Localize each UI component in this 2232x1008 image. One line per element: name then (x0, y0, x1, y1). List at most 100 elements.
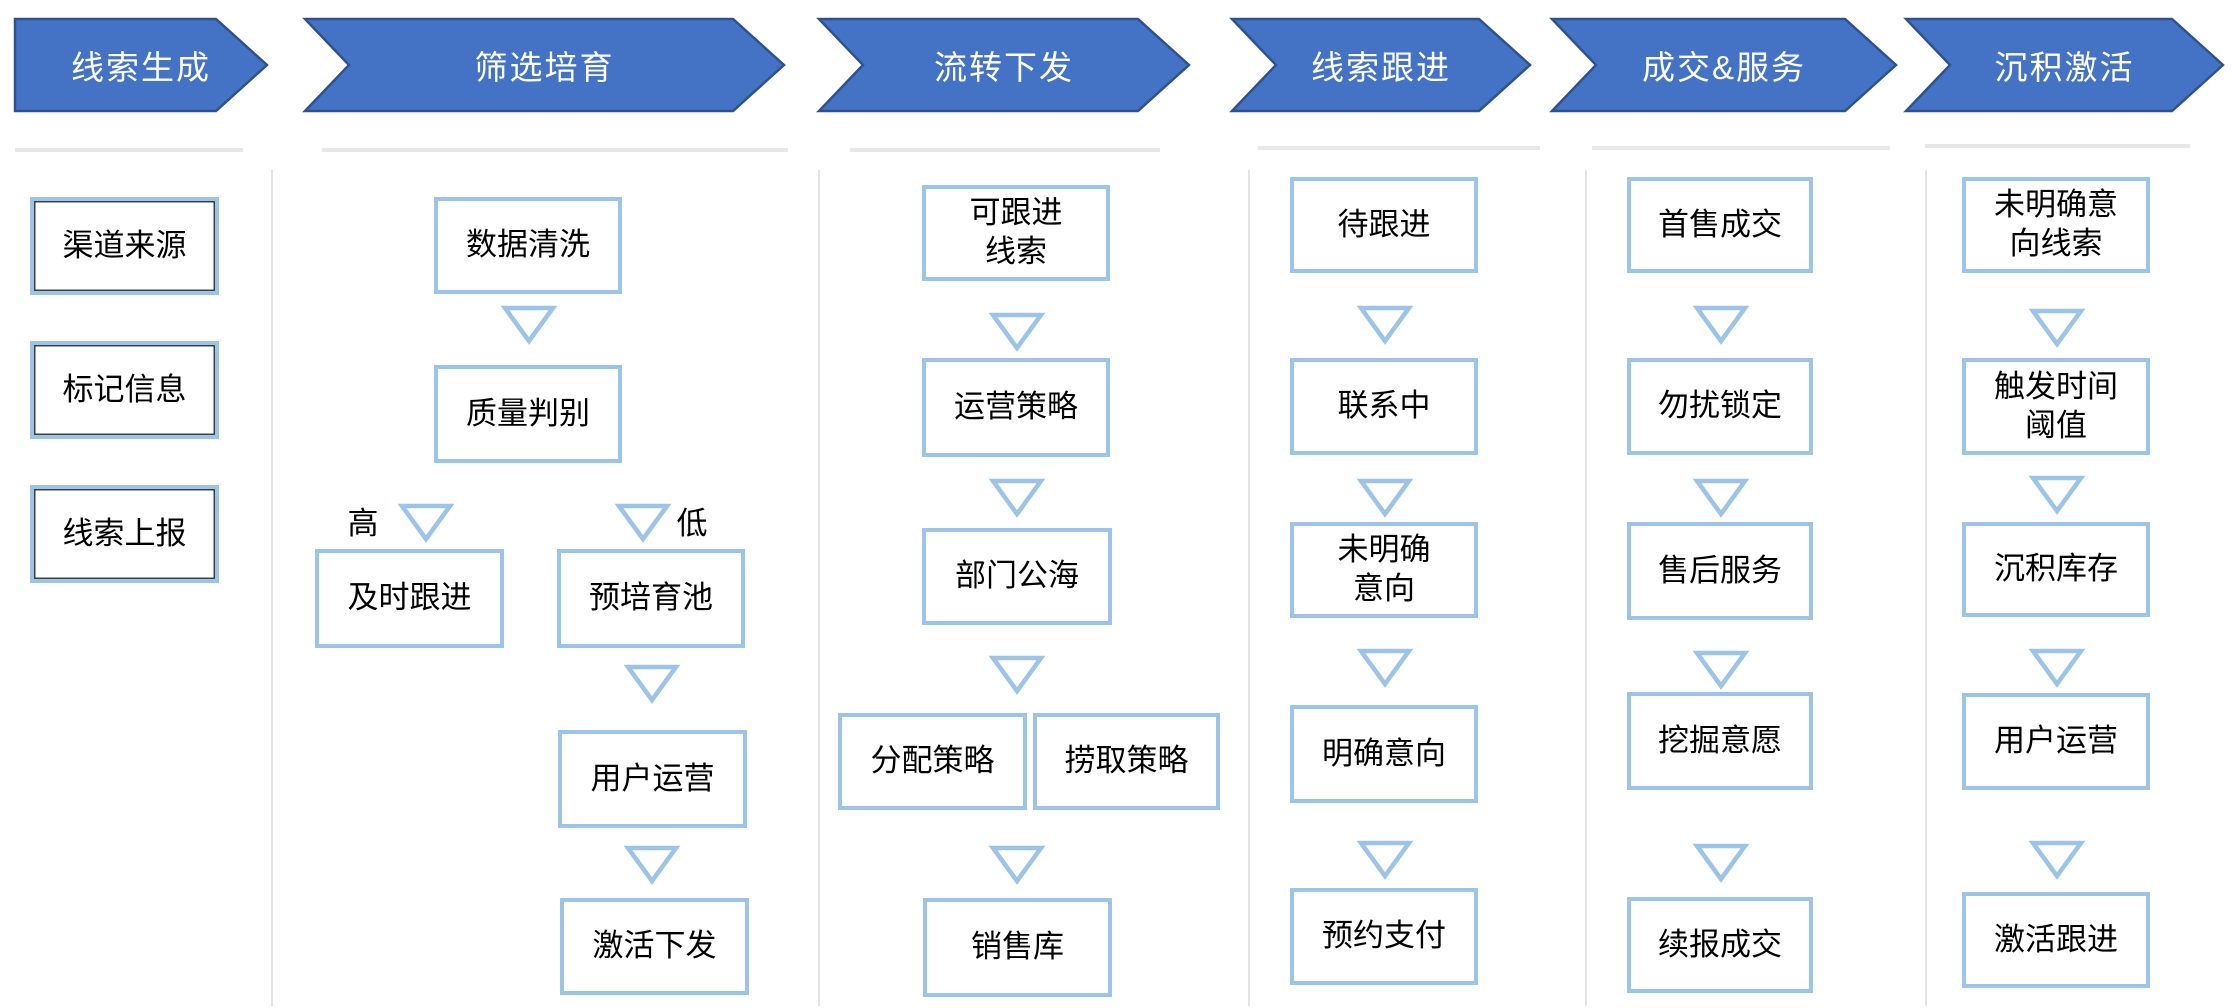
down-arrow-shape (1356, 648, 1414, 688)
down-arrow-icon (1692, 843, 1750, 883)
down-arrow-icon (988, 655, 1046, 695)
stage-arrow-deal-service (1549, 17, 1898, 113)
stage-arrow-sediment-activation (1903, 17, 2225, 113)
down-arrow-icon (1692, 650, 1750, 690)
down-arrow-icon (614, 503, 672, 543)
down-arrow-icon (1692, 478, 1750, 518)
stage-arrow-flow-distribution (816, 17, 1191, 113)
down-arrow-icon (623, 845, 681, 885)
flow-box-after-sales-service: 售后服务 (1627, 522, 1813, 620)
down-arrow-icon (2028, 475, 2086, 515)
header-underline-sediment-activation (1925, 144, 2190, 148)
flow-box-label-allocation-strategy: 分配策略 (870, 743, 995, 779)
flow-box-first-sale-deal: 首售成交 (1627, 177, 1813, 273)
column-divider (1585, 170, 1587, 1006)
down-arrow-shape (614, 503, 672, 543)
down-arrow-icon (500, 305, 558, 345)
flow-box-label-unclear-intention: 未明确 意向 (1337, 532, 1431, 606)
down-arrow-icon (1692, 305, 1750, 345)
branch-label-high: 高 (347, 505, 379, 541)
down-arrow-shape (2028, 840, 2086, 880)
flow-box-dnd-lock: 勿扰锁定 (1627, 358, 1813, 455)
header-underline-flow-distribution (850, 148, 1160, 152)
flow-box-label-data-cleaning: 数据清洗 (466, 227, 590, 263)
down-arrow-icon (2028, 648, 2086, 688)
down-arrow-icon (2028, 840, 2086, 880)
down-arrow-icon (623, 664, 681, 704)
flow-box-contacting: 联系中 (1290, 358, 1478, 455)
flow-box-label-first-sale-deal: 首售成交 (1658, 206, 1782, 242)
down-arrow-icon (988, 312, 1046, 352)
down-arrow-icon (1356, 840, 1414, 880)
flow-box-label-fetch-strategy: 捞取策略 (1064, 743, 1189, 779)
flow-box-tag-info: 标记信息 (30, 341, 219, 439)
down-arrow-shape (397, 503, 455, 543)
down-arrow-shape (1356, 305, 1414, 345)
down-arrow-shape (623, 845, 681, 885)
down-arrow-icon (1356, 648, 1414, 688)
header-underline-screening-nurturing (322, 148, 788, 152)
down-arrow-shape (1692, 305, 1750, 345)
stage-arrow-shape (816, 17, 1191, 113)
flow-box-pending-follow-up: 待跟进 (1290, 177, 1478, 273)
flow-box-label-renewal-deal: 续报成交 (1658, 926, 1782, 962)
flow-box-label-mine-willingness: 挖掘意愿 (1658, 722, 1782, 758)
flow-box-label-activation-follow-up: 激活跟进 (1994, 921, 2118, 957)
header-underline-lead-follow-up (1258, 146, 1540, 150)
down-arrow-shape (988, 845, 1046, 885)
flow-box-trigger-time-threshold: 触发时间 阈值 (1962, 358, 2150, 455)
flow-box-clear-intention: 明确意向 (1290, 705, 1478, 803)
flow-box-label-sediment-inventory: 沉积库存 (1994, 551, 2118, 587)
flow-box-department-public-pool: 部门公海 (922, 528, 1112, 625)
stage-arrow-shape (13, 17, 269, 113)
header-underline-lead-generation (15, 148, 243, 152)
flow-box-label-timely-follow-up: 及时跟进 (347, 580, 472, 616)
stage-arrow-shape (1903, 17, 2225, 113)
down-arrow-shape (2028, 475, 2086, 515)
flow-box-label-trigger-time-threshold: 触发时间 阈值 (1994, 368, 2118, 443)
flow-box-data-cleaning: 数据清洗 (434, 197, 622, 294)
flow-box-activation-follow-up: 激活跟进 (1962, 892, 2150, 988)
column-divider (1925, 170, 1927, 1006)
flow-box-label-sales-pool: 销售库 (971, 929, 1064, 965)
flow-box-label-user-operation: 用户运营 (590, 760, 715, 796)
stage-arrow-lead-generation (13, 17, 269, 113)
down-arrow-icon (988, 845, 1046, 885)
down-arrow-shape (1356, 840, 1414, 880)
down-arrow-shape (2028, 648, 2086, 688)
down-arrow-shape (1692, 650, 1750, 690)
flow-box-label-unclear-intention-leads: 未明确意 向线索 (1994, 187, 2118, 261)
flow-box-mine-willingness: 挖掘意愿 (1627, 692, 1813, 790)
flow-box-followable-leads: 可跟进 线索 (922, 185, 1110, 281)
down-arrow-shape (1692, 478, 1750, 518)
flow-box-label-followable-leads: 可跟进 线索 (969, 195, 1063, 269)
flow-box-sales-pool: 销售库 (923, 898, 1112, 997)
column-divider (1248, 170, 1250, 1006)
header-underline-deal-service (1592, 146, 1890, 150)
flow-box-timely-follow-up: 及时跟进 (315, 549, 504, 648)
down-arrow-shape (2028, 308, 2086, 348)
flow-box-label-contacting: 联系中 (1337, 388, 1431, 424)
flow-box-label-after-sales-service: 售后服务 (1658, 552, 1782, 588)
flow-box-label-tag-info: 标记信息 (62, 371, 187, 407)
down-arrow-shape (1692, 843, 1750, 883)
flow-box-label-activation-dispatch: 激活下发 (592, 928, 717, 964)
flow-box-fetch-strategy: 捞取策略 (1033, 713, 1220, 810)
flow-box-channel-source: 渠道来源 (30, 197, 219, 295)
down-arrow-shape (988, 312, 1046, 352)
branch-label-low: 低 (676, 505, 708, 541)
flow-box-label-quality-judgement: 质量判别 (466, 395, 590, 431)
stage-arrow-lead-follow-up (1229, 17, 1532, 113)
flow-box-activation-dispatch: 激活下发 (560, 898, 749, 995)
flow-box-label-channel-source: 渠道来源 (62, 227, 187, 263)
flow-box-label-pending-follow-up: 待跟进 (1337, 206, 1431, 242)
down-arrow-shape (500, 305, 558, 345)
down-arrow-icon (2028, 308, 2086, 348)
flow-box-label-lead-report: 线索上报 (62, 515, 187, 551)
flow-box-label-pre-nurture-pool: 预培育池 (589, 580, 713, 616)
flow-box-lead-report: 线索上报 (30, 485, 219, 583)
flow-box-sediment-inventory: 沉积库存 (1962, 522, 2150, 617)
down-arrow-icon (397, 503, 455, 543)
down-arrow-shape (988, 478, 1046, 518)
